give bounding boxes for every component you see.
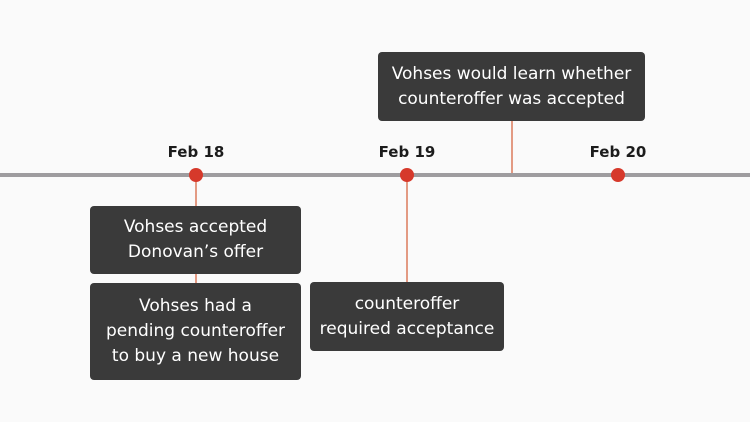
event-box-learn-counteroffer: Vohses would learn whether counteroffer … [378,52,645,121]
marker-feb19 [400,168,414,182]
event-box-required-acceptance: counteroffer required acceptance [310,282,504,351]
event-box-pending-counteroffer: Vohses had a pending counteroffer to buy… [90,283,301,380]
connector-feb18-stack [195,273,197,283]
date-label-feb19: Feb 19 [378,143,436,161]
connector-feb19 [406,176,408,282]
marker-feb18 [189,168,203,182]
connector-top-event [511,121,513,174]
date-label-feb20: Feb 20 [589,143,647,161]
timeline-axis [0,173,750,177]
marker-feb20 [611,168,625,182]
date-label-feb18: Feb 18 [167,143,225,161]
event-box-accepted-offer: Vohses accepted Donovan’s offer [90,206,301,274]
connector-feb18 [195,176,197,206]
